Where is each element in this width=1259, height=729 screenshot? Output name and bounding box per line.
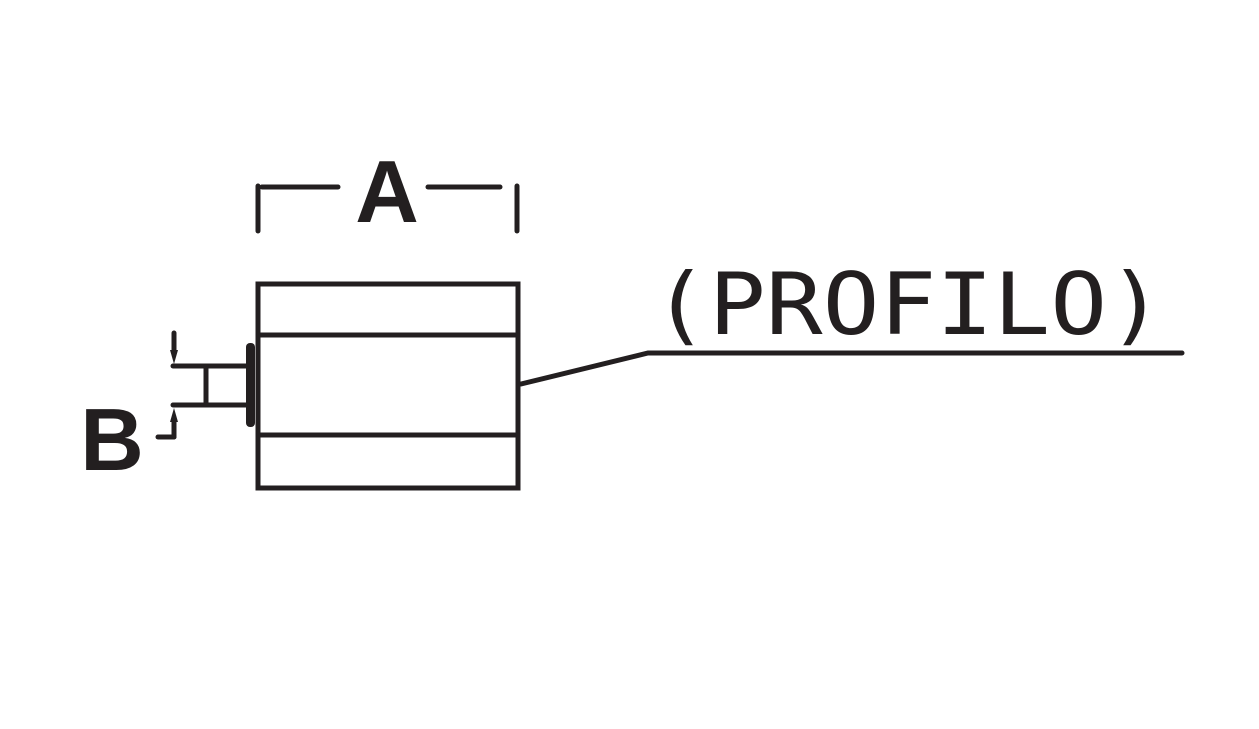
flange <box>246 343 255 427</box>
callout-label: (PROFILO) <box>652 255 1164 355</box>
part-body <box>170 281 521 491</box>
dimension-b: B <box>80 330 178 489</box>
profile-callout: (PROFILO) <box>518 255 1185 387</box>
dim-a-label: A <box>355 142 419 241</box>
dim-b-arrow-top <box>170 350 178 364</box>
dimension-a: A <box>255 142 520 241</box>
body-outline <box>255 281 521 491</box>
dim-b-label: B <box>80 390 144 489</box>
callout-leader <box>518 350 1185 387</box>
